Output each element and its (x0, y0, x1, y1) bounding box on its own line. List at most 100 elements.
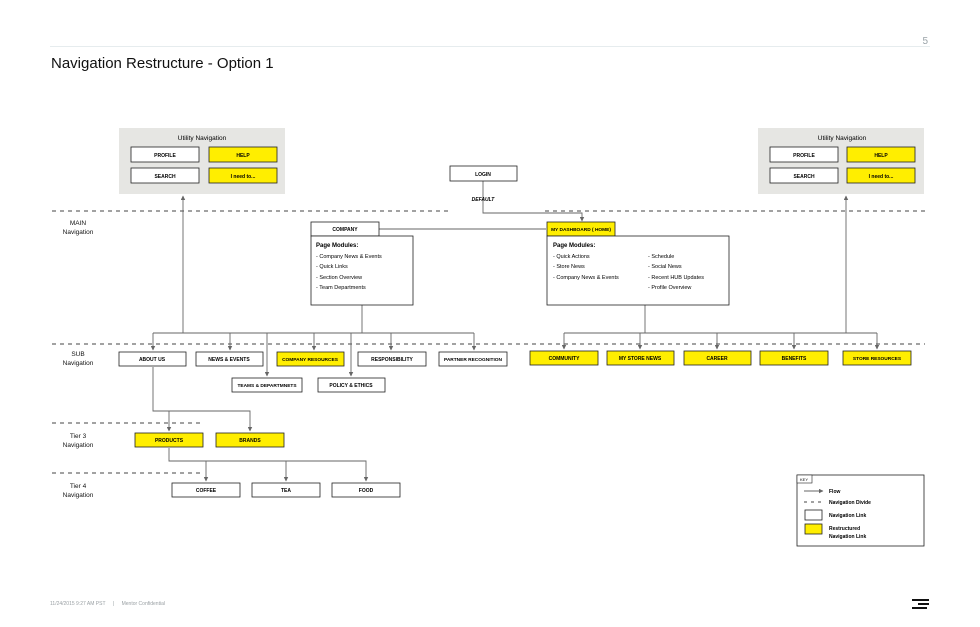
svg-text:RESPONSIBILITY: RESPONSIBILITY (371, 357, 413, 363)
legend-flow-label: Flow (829, 489, 840, 495)
svg-text:COMPANY: COMPANY (332, 227, 358, 233)
legend-restructured-label: Navigation Link (829, 534, 866, 540)
svg-text:LOGIN: LOGIN (475, 172, 491, 178)
sub-nav-responsibility[interactable]: RESPONSIBILITY (357, 351, 427, 367)
svg-text:- Schedule: - Schedule (648, 254, 674, 260)
svg-text:COFFEE: COFFEE (196, 488, 217, 494)
tier3-level-label: Tier 3 (70, 433, 87, 440)
svg-text:- Quick Links: - Quick Links (316, 264, 348, 270)
sub-nav-store-resources[interactable]: STORE RESOURCES (842, 350, 912, 366)
utility-nav-title: Utility Navigation (818, 135, 867, 142)
footer-separator: | (112, 601, 115, 607)
header-divider (50, 46, 930, 47)
svg-text:- Quick Actions: - Quick Actions (553, 254, 590, 260)
level-labels: MAIN Navigation SUB Navigation Tier 3 Na… (63, 220, 94, 499)
page-number: 5 (922, 36, 928, 47)
profile-link[interactable]: PROFILE (130, 146, 200, 163)
sub-nav-partner-recognition[interactable]: PARTNER RECOGNITION (438, 351, 508, 367)
navigation-divides (52, 210, 925, 474)
main-level-label: Navigation (63, 229, 94, 236)
company-page-modules: Page Modules: - Company News & Events - … (310, 235, 414, 306)
sub-level-label: SUB (71, 351, 84, 358)
my-dashboard-link[interactable]: MY DASHBOARD ( HOME) (546, 221, 616, 237)
svg-text:ABOUT US: ABOUT US (139, 357, 166, 363)
svg-text:SEARCH: SEARCH (793, 174, 815, 180)
i-need-to-link[interactable]: I need to... (208, 167, 278, 184)
sub-level-label: Navigation (63, 360, 94, 367)
tier4-coffee[interactable]: COFFEE (171, 482, 241, 498)
company-link[interactable]: COMPANY (310, 221, 380, 237)
svg-text:- Section Overview: - Section Overview (316, 275, 362, 281)
sub-nav-career[interactable]: CAREER (683, 350, 752, 366)
legend-divide-label: Navigation Divide (829, 500, 871, 506)
sub-nav-news-events[interactable]: NEWS & EVENTS (195, 351, 264, 367)
utility-navigation-right: Utility Navigation PROFILE HELP SEARCH I… (758, 128, 924, 194)
search-link[interactable]: SEARCH (130, 167, 200, 184)
svg-text:COMPANY RESOURCES: COMPANY RESOURCES (282, 357, 339, 363)
login-link[interactable]: LOGIN (449, 165, 518, 182)
legend-link-swatch (804, 509, 823, 521)
sub-nav-policy-ethics[interactable]: POLICY & ETHICS (317, 377, 386, 393)
svg-text:PROFILE: PROFILE (793, 153, 815, 159)
svg-text:CAREER: CAREER (706, 356, 728, 362)
svg-text:- Recent HUB Updates: - Recent HUB Updates (648, 275, 704, 281)
svg-text:I need to...: I need to... (869, 174, 894, 180)
legend-key: KEY Flow Navigation Divide Navigation Li… (796, 474, 925, 547)
svg-text:COMMUNITY: COMMUNITY (549, 356, 580, 362)
svg-text:- Social News: - Social News (648, 264, 682, 270)
footer-timestamp: 11/24/2015 9:27 AM PST (50, 601, 106, 607)
svg-text:TEA: TEA (281, 488, 291, 494)
svg-text:NEWS & EVENTS: NEWS & EVENTS (208, 357, 250, 363)
svg-text:STORE RESOURCES: STORE RESOURCES (853, 356, 902, 362)
svg-text:- Profile Overview: - Profile Overview (648, 285, 691, 291)
sub-nav-my-store-news[interactable]: MY STORE NEWS (606, 350, 675, 366)
page-title: Navigation Restructure - Option 1 (51, 55, 274, 72)
flow-lines (150, 181, 880, 482)
tier4-level-label: Navigation (63, 492, 94, 499)
svg-text:- Company News & Events: - Company News & Events (553, 275, 619, 281)
tier3-products[interactable]: PRODUCTS (134, 432, 204, 448)
svg-text:SEARCH: SEARCH (154, 174, 176, 180)
svg-text:- Company News & Events: - Company News & Events (316, 254, 382, 260)
tier4-food[interactable]: FOOD (331, 482, 401, 498)
help-link[interactable]: HELP (208, 146, 278, 163)
svg-text:MY STORE NEWS: MY STORE NEWS (619, 356, 662, 362)
svg-text:- Store News: - Store News (553, 264, 585, 270)
svg-text:MY DASHBOARD ( HOME): MY DASHBOARD ( HOME) (551, 227, 611, 233)
tier4-level-label: Tier 4 (70, 483, 87, 490)
sub-nav-teams-departments[interactable]: TEAMS & DEPARTMNETS (231, 377, 303, 393)
default-flow-label: DEFAULT (472, 197, 496, 203)
svg-text:Page Modules:: Page Modules: (553, 243, 595, 249)
svg-text:BRANDS: BRANDS (239, 438, 261, 444)
svg-text:PROFILE: PROFILE (154, 153, 176, 159)
legend-title: KEY (800, 477, 808, 482)
sub-nav-about-us[interactable]: ABOUT US (118, 351, 187, 367)
sub-nav-company-resources[interactable]: COMPANY RESOURCES (276, 351, 345, 367)
tier4-tea[interactable]: TEA (251, 482, 321, 498)
footer: 11/24/2015 9:27 AM PST | Mentor Confiden… (50, 601, 171, 607)
svg-text:TEAMS & DEPARTMNETS: TEAMS & DEPARTMNETS (237, 383, 297, 389)
search-link[interactable]: SEARCH (769, 167, 839, 184)
sub-nav-community[interactable]: COMMUNITY (529, 350, 599, 366)
svg-text:FOOD: FOOD (359, 488, 374, 494)
menu-icon[interactable] (912, 599, 929, 609)
dashboard-page-modules: Page Modules: - Quick Actions - Store Ne… (546, 235, 730, 306)
i-need-to-link[interactable]: I need to... (846, 167, 916, 184)
legend-restructured-swatch (804, 523, 823, 535)
tier3-brands[interactable]: BRANDS (215, 432, 285, 448)
svg-text:- Team Departments: - Team Departments (316, 285, 366, 291)
utility-navigation-left: Utility Navigation PROFILE HELP SEARCH I… (119, 128, 285, 194)
footer-confidential: Mentor Confidential (121, 601, 165, 607)
main-level-label: MAIN (70, 220, 87, 227)
help-link[interactable]: HELP (846, 146, 916, 163)
profile-link[interactable]: PROFILE (769, 146, 839, 163)
svg-text:HELP: HELP (236, 153, 250, 159)
legend-link-label: Navigation Link (829, 513, 866, 519)
svg-text:PRODUCTS: PRODUCTS (155, 438, 184, 444)
svg-text:Page Modules:: Page Modules: (316, 243, 358, 249)
legend-restructured-label: Restructured (829, 526, 860, 532)
svg-text:PARTNER RECOGNITION: PARTNER RECOGNITION (444, 357, 503, 363)
svg-text:HELP: HELP (874, 153, 888, 159)
sub-nav-benefits[interactable]: BENEFITS (759, 350, 829, 366)
